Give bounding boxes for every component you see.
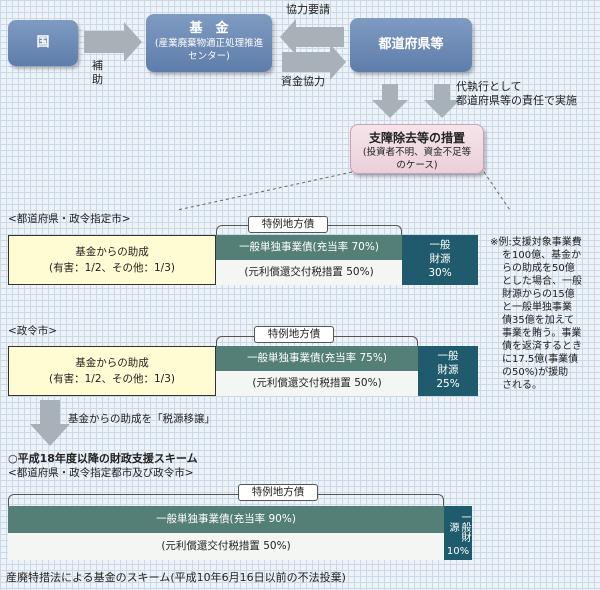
transition-note: 基金からの助成を「税源移譲」 [68, 413, 215, 425]
kikin-box: 基 金 (産業廃棄物適正処理推進 センター) [146, 14, 272, 72]
scheme3-general-pct: 10% [446, 546, 470, 557]
scheme3-ganri-bar: (元利償還交付税措置 50%) [8, 533, 444, 560]
measure-box: 支障除去等の措置 (投資者不明、資金不足等 のケース) [350, 124, 484, 174]
kikin-sub-1: (産業廃棄物適正処理推進 [154, 38, 264, 49]
scheme3-general-bar: 一般財源 10% [444, 506, 472, 560]
kyoryoku-yosei-label: 協力要請 [286, 3, 330, 16]
scheme1-heading: <都道府県・政令指定市> [8, 213, 131, 225]
arrow-down-left [372, 84, 408, 118]
down-arrow-transition [30, 400, 70, 446]
scheme2-ganri-bar: (元利償還交付税措置 50%) [216, 371, 418, 396]
scheme3-bracket [8, 494, 444, 506]
scheme3-heading: <都道府県・政令指定都市及び政令市> [8, 467, 194, 479]
arrow-pref-to-kikin [280, 19, 344, 55]
pref-label: 都道府県等 [378, 37, 444, 52]
kuni-box: 国 [8, 20, 78, 66]
measure-sub-2: のケース) [396, 160, 438, 171]
scheme3-ippan-bar: 一般単独事業債(充当率 90%) [8, 506, 444, 533]
measure-title: 支障除去等の措置 [368, 131, 465, 145]
scheme2-ippan-bar: 一般単独事業債(充当率 75%) [216, 346, 418, 371]
flow-arrows [84, 19, 511, 210]
scheme1-ganri-bar: (元利償還交付税措置 50%) [216, 260, 402, 285]
arrow-down-right [424, 84, 460, 118]
arrow-kuni-to-kikin [84, 22, 142, 62]
arrow-kikin-to-pref [282, 44, 346, 80]
figure-caption: 産廃特措法による基金のスキーム(平成10年6月16日以前の不法投棄) [6, 571, 346, 584]
scheme2-heading: <政令市> [8, 325, 58, 337]
daishikko-label: 代執行として 都道府県等の責任で実施 [456, 80, 577, 107]
scheme3-general-vert: 一般財源 [447, 512, 470, 542]
pref-box: 都道府県等 [350, 18, 472, 72]
dashed-connector-left [175, 171, 353, 210]
kikin-sub-2: センター) [188, 51, 230, 62]
scheme1-ippan-bar: 一般単独事業債(充当率 70%) [216, 235, 402, 260]
scheme1-general-bar: 一般 財源 30% [402, 235, 478, 285]
scheme3-tokurei: 特例地方債 [238, 484, 318, 501]
kikin-title: 基 金 [189, 21, 229, 36]
dashed-connector-right [483, 171, 511, 210]
scheme2-fund-bar: 基金からの助成 (有害：1/2、その他：1/3) [8, 346, 216, 396]
side-note: ※例:支援対象事業費 を100億、基金か らの助成を50億 とした場合、一般 財… [490, 237, 582, 391]
kuni-label: 国 [36, 35, 50, 50]
transition-title: ○平成18年度以降の財政支援スキーム [8, 452, 198, 465]
measure-sub-1: (投資者不明、資金不足等 [362, 147, 472, 158]
scheme2-general-bar: 一般 財源 25% [418, 346, 478, 396]
shikin-kyoryoku-label: 資金協力 [281, 75, 325, 88]
hojo-label: 補 助 [92, 59, 103, 86]
scheme1-fund-bar: 基金からの助成 (有害：1/2、その他：1/3) [8, 235, 216, 285]
scheme2-tokurei: 特例地方債 [254, 326, 334, 343]
scheme1-tokurei: 特例地方債 [248, 216, 328, 233]
